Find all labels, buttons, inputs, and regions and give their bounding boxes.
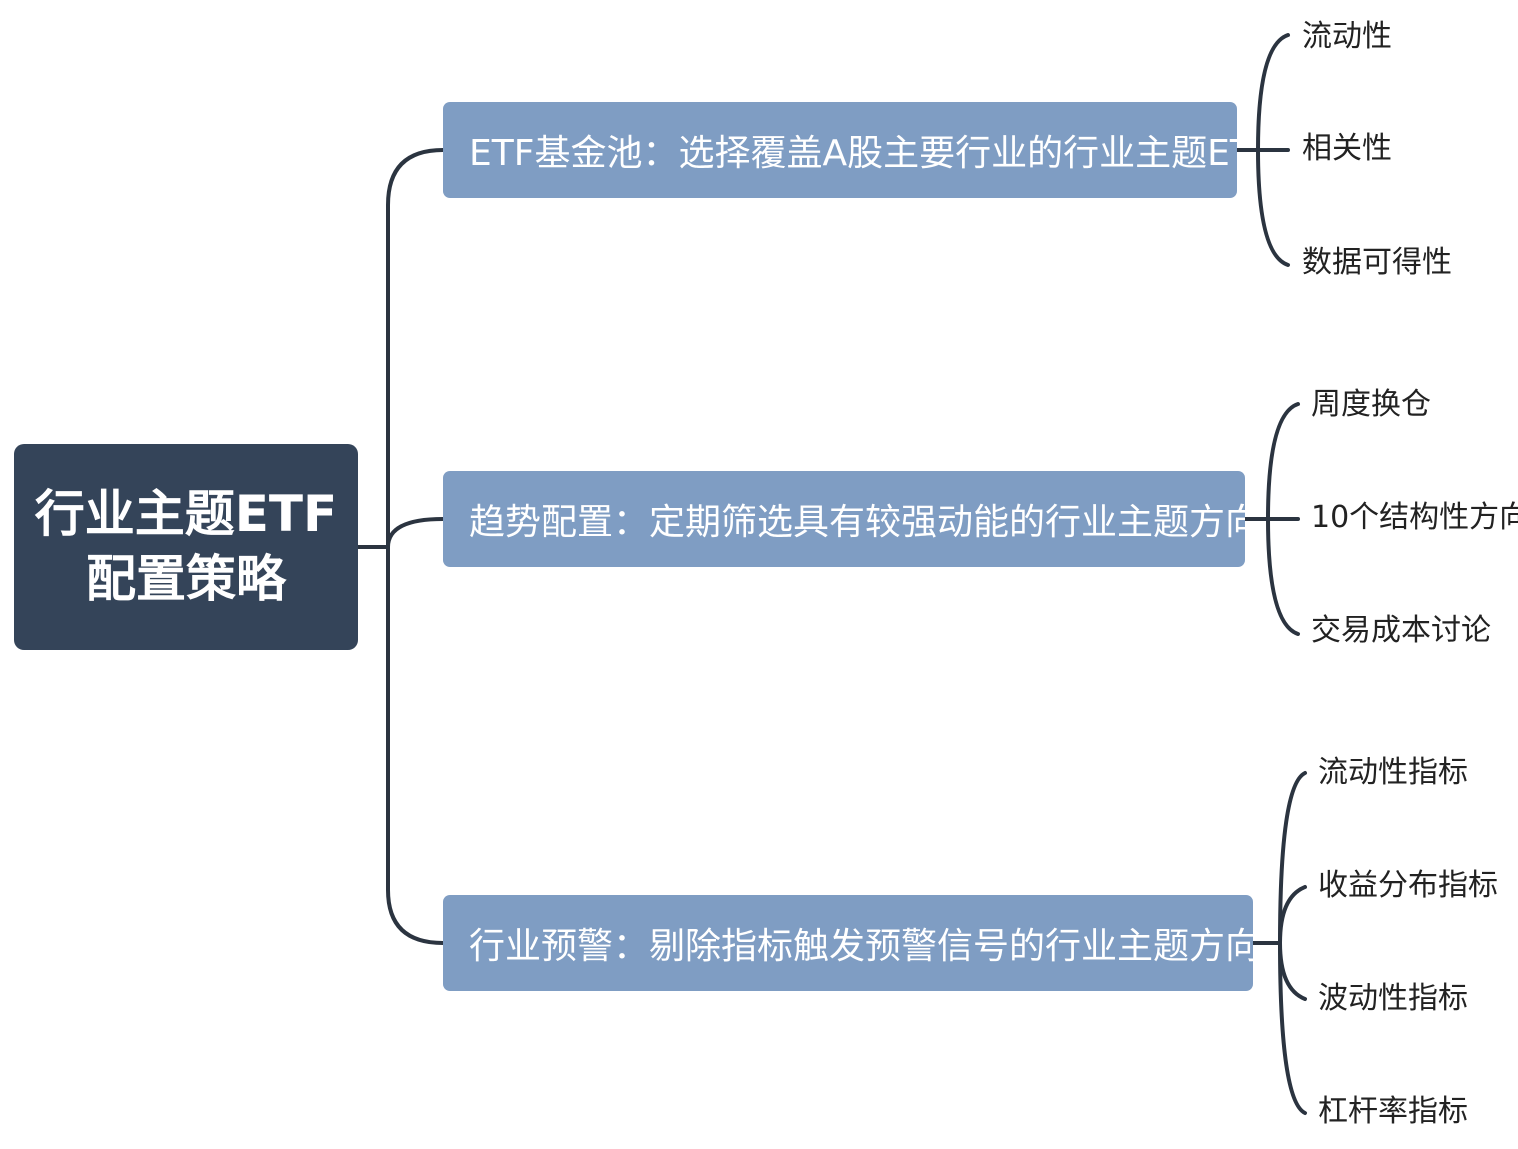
root-title-line-2: 配置策略 (86, 550, 286, 608)
branch-node-etf-pool[interactable]: ETF基金池：选择覆盖A股主要行业的行业主题ETF (443, 102, 1237, 198)
leaf-node[interactable]: 交易成本讨论 (1311, 613, 1491, 648)
branch-label: 行业预警：剔除指标触发预警信号的行业主题方向 (469, 926, 1253, 967)
leaf-node[interactable]: 数据可得性 (1302, 245, 1452, 280)
connector-branch-3-leaf-3 (1278, 941, 1307, 1001)
root-title-line-1: 行业主题ETF (34, 485, 338, 543)
connector-branch-2-leaf-1 (1266, 402, 1300, 521)
connector-branch-3-leaf-1 (1278, 771, 1307, 945)
leaf-node[interactable]: 流动性 (1302, 19, 1392, 54)
leaf-node[interactable]: 相关性 (1302, 131, 1392, 166)
branch-node-trend-allocation[interactable]: 趋势配置：定期筛选具有较强动能的行业主题方向 (443, 471, 1245, 567)
connector-root-to-branch-1 (386, 148, 445, 549)
branch-label: 趋势配置：定期筛选具有较强动能的行业主题方向 (469, 502, 1245, 543)
connector-branch-3-leaf-2 (1278, 885, 1307, 945)
root-node[interactable]: 行业主题ETF 配置策略 (14, 444, 358, 650)
leaf-node[interactable]: 收益分布指标 (1318, 868, 1498, 903)
branch-label: ETF基金池：选择覆盖A股主要行业的行业主题ETF (469, 133, 1237, 174)
leaf-node[interactable]: 杠杆率指标 (1318, 1094, 1468, 1129)
leaf-node[interactable]: 周度换仓 (1311, 387, 1431, 422)
connector-branch-3-leaf-4 (1278, 941, 1307, 1115)
connector-branch-1-leaf-3 (1256, 148, 1290, 267)
connector-root-to-branch-3 (386, 545, 445, 945)
connector-root-to-branch-2 (386, 517, 445, 549)
leaf-node[interactable]: 流动性指标 (1318, 755, 1468, 790)
leaf-node[interactable]: 波动性指标 (1318, 981, 1468, 1016)
leaf-node[interactable]: 10个结构性方向 (1311, 500, 1518, 535)
connector-branch-2-leaf-3 (1266, 517, 1300, 636)
branch-node-industry-warning[interactable]: 行业预警：剔除指标触发预警信号的行业主题方向 (443, 895, 1253, 991)
connector-branch-1-leaf-1 (1256, 33, 1290, 152)
